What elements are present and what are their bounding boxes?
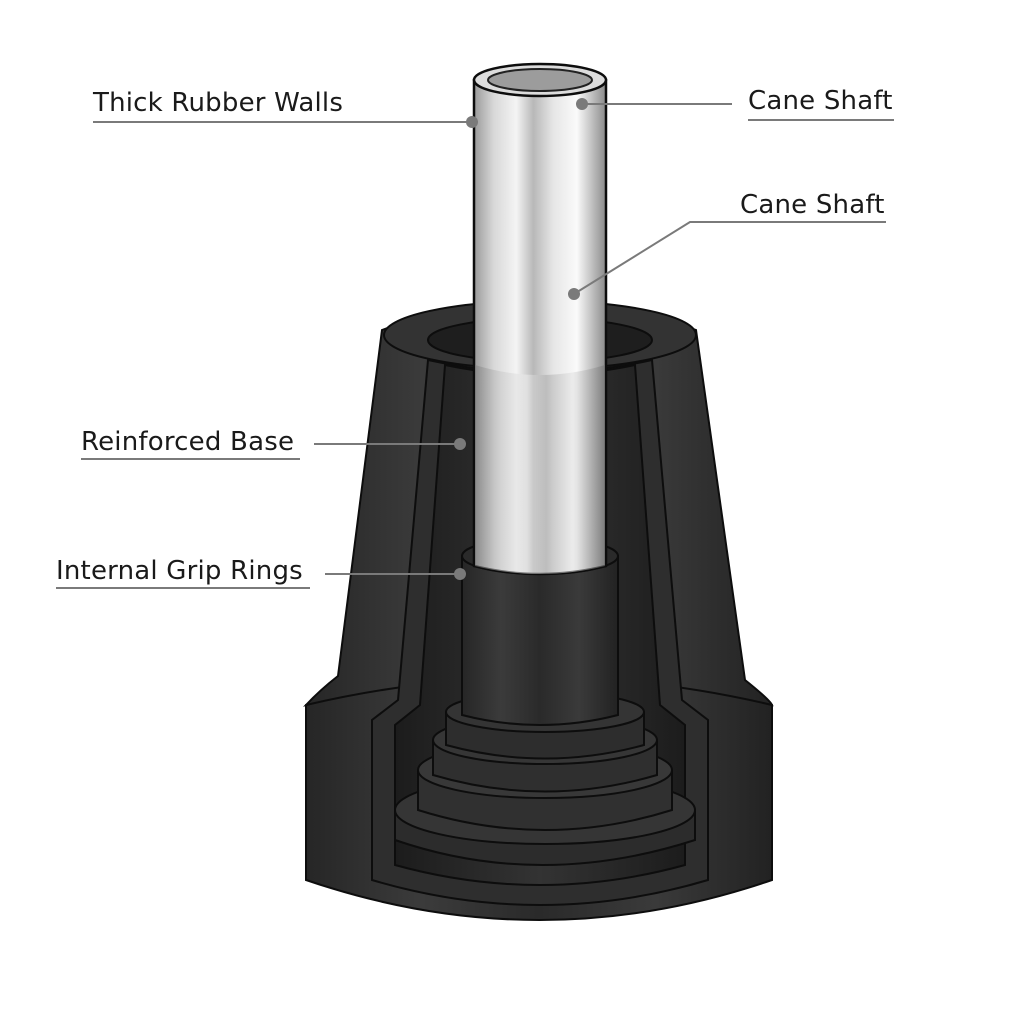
dot-cane-shaft-middle xyxy=(568,288,580,300)
leader-dots xyxy=(454,98,588,580)
label-cane-shaft-top: Cane Shaft xyxy=(748,86,893,116)
dot-internal-grip-rings xyxy=(454,568,466,580)
dot-reinforced-base xyxy=(454,438,466,450)
label-internal-grip-rings: Internal Grip Rings xyxy=(56,556,303,586)
cane-shaft xyxy=(472,62,608,576)
label-thick-rubber-walls: Thick Rubber Walls xyxy=(93,88,344,118)
dot-thick-rubber-walls xyxy=(466,116,478,128)
label-reinforced-base: Reinforced Base xyxy=(81,427,295,457)
label-cane-shaft-middle: Cane Shaft xyxy=(740,190,885,220)
internal-grip-rings xyxy=(394,691,696,866)
dot-cane-shaft-top xyxy=(576,98,588,110)
leader-lines xyxy=(56,103,894,589)
leader-cane-shaft-middle xyxy=(573,221,886,295)
